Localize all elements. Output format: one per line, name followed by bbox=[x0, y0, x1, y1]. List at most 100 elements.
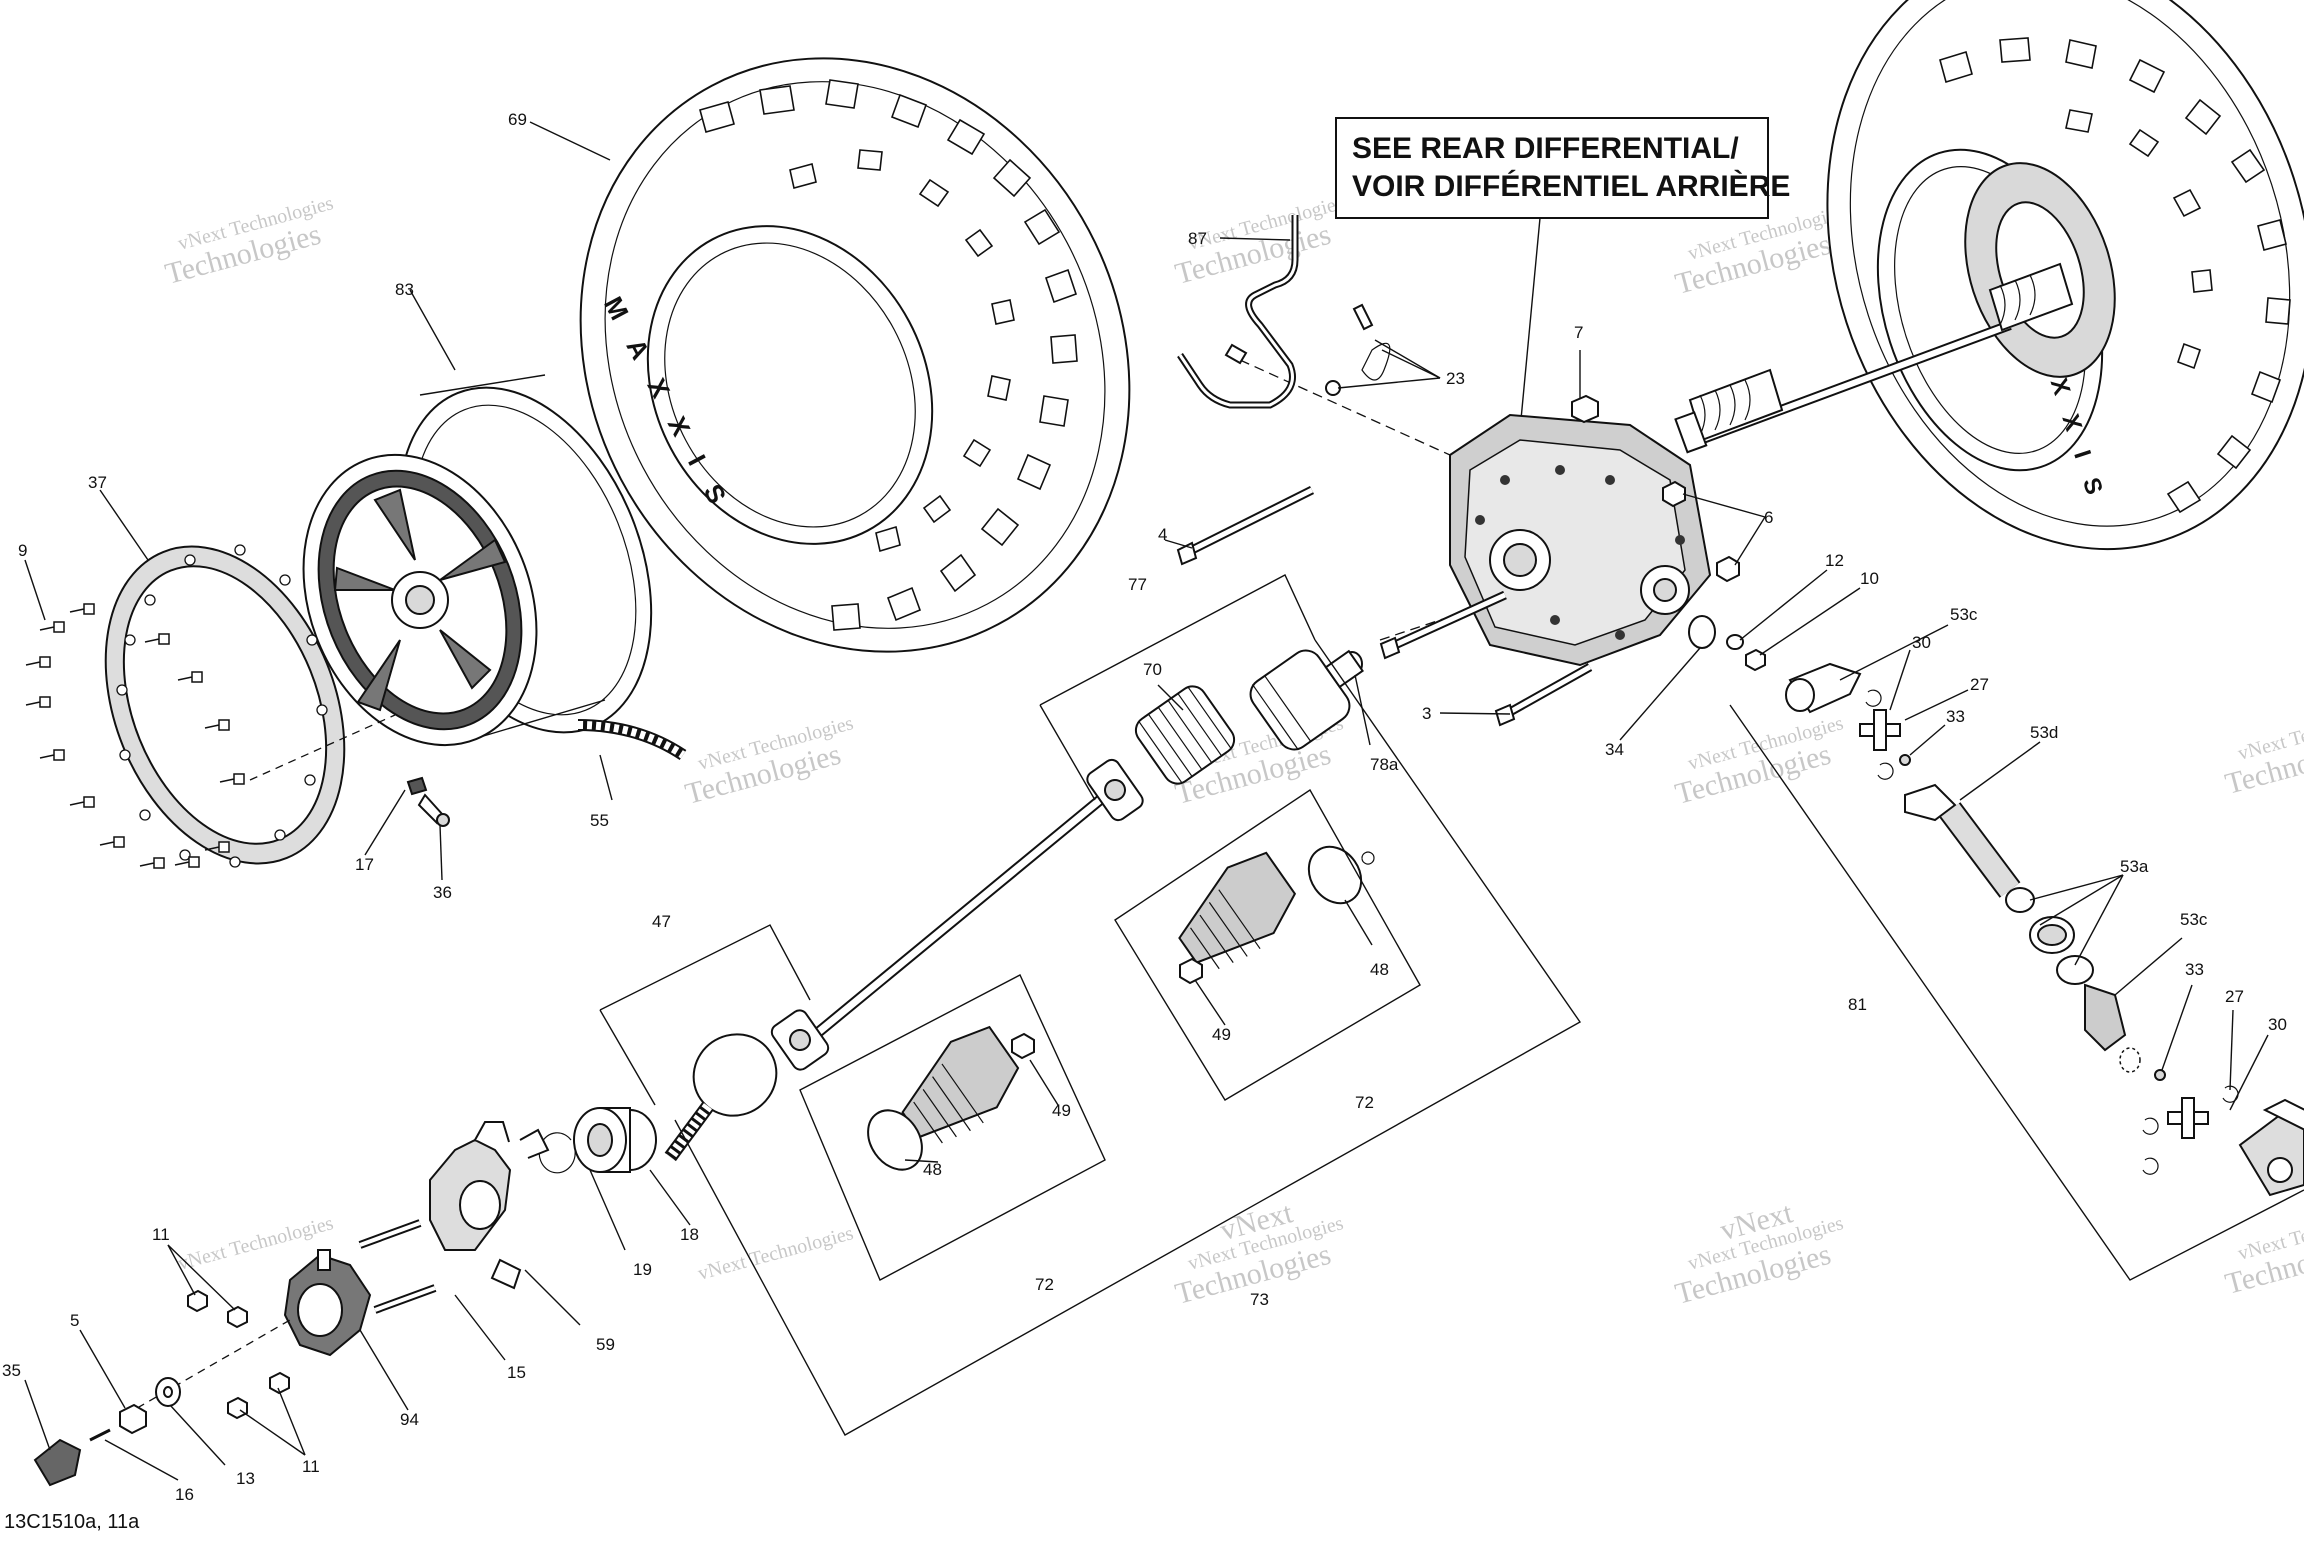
callout-72-left: 72 bbox=[1035, 1275, 1054, 1294]
nut-7-part[interactable] bbox=[1571, 394, 1599, 424]
bolt bbox=[204, 719, 230, 731]
bolt-4-part[interactable] bbox=[1176, 485, 1315, 566]
drive-shaft-part[interactable] bbox=[630, 628, 1379, 1165]
note-line-2: VOIR DIFFÉRENTIEL ARRIÈRE bbox=[1352, 169, 1790, 203]
breather-tube-part[interactable] bbox=[1177, 215, 1299, 409]
nut-6b-part[interactable] bbox=[1716, 555, 1740, 583]
callout-17: 17 bbox=[355, 855, 374, 874]
callout-53c-top: 53c bbox=[1950, 605, 1978, 624]
callout-33-top: 33 bbox=[1946, 707, 1965, 726]
callout-77: 77 bbox=[1128, 575, 1147, 594]
callout-34: 34 bbox=[1605, 740, 1624, 759]
wheel-studs-part[interactable] bbox=[358, 1219, 437, 1314]
callout-10: 10 bbox=[1860, 569, 1879, 588]
washer-13-part[interactable] bbox=[155, 1377, 181, 1407]
lug-nuts-part[interactable] bbox=[187, 1289, 290, 1420]
callout-73: 73 bbox=[1250, 1290, 1269, 1309]
clamps-part[interactable] bbox=[1325, 303, 1391, 396]
bearing-18-part[interactable] bbox=[573, 1107, 657, 1173]
bolt bbox=[204, 841, 230, 853]
callout-3: 3 bbox=[1422, 704, 1431, 723]
bolt bbox=[69, 603, 95, 615]
callout-53d: 53d bbox=[2030, 723, 2058, 742]
callout-12: 12 bbox=[1825, 551, 1844, 570]
bolt bbox=[139, 857, 165, 869]
circlip-19-part[interactable] bbox=[538, 1132, 576, 1174]
axle-nut-5-part[interactable] bbox=[119, 1403, 147, 1435]
callout-6: 6 bbox=[1764, 508, 1773, 527]
callout-11-top: 11 bbox=[152, 1225, 170, 1244]
boot-kit-inner-part[interactable] bbox=[1162, 837, 1375, 985]
callout-87: 87 bbox=[1188, 229, 1207, 248]
bolt bbox=[99, 836, 125, 848]
callout-35: 35 bbox=[2, 1361, 21, 1380]
right-tire-part[interactable]: MAXXIS bbox=[1752, 0, 2304, 613]
group-box-77 bbox=[1039, 574, 1316, 801]
callout-30-mid: 30 bbox=[2268, 1015, 2287, 1034]
seal-34-part[interactable] bbox=[1688, 615, 1716, 649]
callout-18: 18 bbox=[680, 1225, 699, 1244]
callout-5: 5 bbox=[70, 1311, 79, 1330]
callout-83: 83 bbox=[395, 280, 414, 299]
beadlock-bolts-part[interactable] bbox=[25, 603, 245, 869]
callout-19: 19 bbox=[633, 1260, 652, 1279]
callout-49-left: 49 bbox=[1052, 1101, 1071, 1120]
knuckle-59-part[interactable] bbox=[429, 1121, 550, 1290]
callout-81: 81 bbox=[1848, 995, 1867, 1014]
callout-53c-mid: 53c bbox=[2180, 910, 2208, 929]
wheel-hub-94-part[interactable] bbox=[283, 1249, 372, 1357]
bolt bbox=[177, 671, 203, 683]
callout-49-right: 49 bbox=[1212, 1025, 1231, 1044]
callout-48-left: 48 bbox=[923, 1160, 942, 1179]
bolt bbox=[69, 796, 95, 808]
group-box-81 bbox=[1729, 704, 2304, 1281]
callout-59: 59 bbox=[596, 1335, 615, 1354]
callout-37: 37 bbox=[88, 473, 107, 492]
callout-72-right: 72 bbox=[1355, 1093, 1374, 1112]
wheel-rim-part[interactable] bbox=[262, 350, 699, 780]
bolt bbox=[174, 856, 200, 868]
callout-55: 55 bbox=[590, 811, 609, 830]
nut-6a-part[interactable] bbox=[1662, 480, 1686, 508]
right-drive-shaft-part[interactable] bbox=[1674, 262, 2074, 454]
group-box-72-right bbox=[1114, 788, 1421, 1101]
callout-47: 47 bbox=[652, 912, 671, 931]
cotter-pin-16-part[interactable] bbox=[89, 1428, 111, 1442]
callout-labels: 69 83 37 9 87 23 7 6 4 3 34 12 10 53c 30… bbox=[2, 110, 2287, 1504]
callout-48-right: 48 bbox=[1370, 960, 1389, 979]
drawing-code: 13C1510a, 11a bbox=[4, 1511, 140, 1533]
bolt bbox=[39, 621, 65, 633]
group-box-72-left bbox=[799, 974, 1106, 1281]
propeller-shaft-part[interactable] bbox=[1785, 662, 2304, 1197]
valve-stem-part[interactable] bbox=[406, 776, 450, 827]
callout-36: 36 bbox=[433, 883, 452, 902]
bolt-3-part[interactable] bbox=[1379, 590, 1593, 727]
callout-78a: 78a bbox=[1370, 755, 1399, 774]
callout-13: 13 bbox=[236, 1469, 255, 1488]
washer-12-part[interactable] bbox=[1726, 634, 1744, 650]
assembly-dash-line bbox=[249, 714, 396, 781]
bolt bbox=[39, 749, 65, 761]
left-tire-part[interactable]: MAXXIS bbox=[478, 0, 1232, 749]
callout-70: 70 bbox=[1143, 660, 1162, 679]
callout-27-mid: 27 bbox=[2225, 987, 2244, 1006]
tube-strip-part[interactable] bbox=[577, 719, 687, 761]
callout-94: 94 bbox=[400, 1410, 419, 1429]
group-box-73 bbox=[674, 639, 1582, 1436]
hub-cap-35-part[interactable] bbox=[33, 1438, 82, 1487]
callout-16: 16 bbox=[175, 1485, 194, 1504]
callout-11-bot: 11 bbox=[302, 1457, 320, 1476]
assembly-dash-line bbox=[1239, 359, 1451, 456]
beadlock-ring-part[interactable] bbox=[61, 511, 389, 899]
boot-kit-outer-part[interactable] bbox=[857, 1019, 1035, 1180]
leader-lines bbox=[24, 121, 2269, 1481]
assembly-dash-line bbox=[124, 1319, 291, 1416]
bolt bbox=[25, 696, 51, 708]
rear-differential-part[interactable] bbox=[1449, 413, 1712, 667]
callout-33-mid: 33 bbox=[2185, 960, 2204, 979]
callout-69: 69 bbox=[508, 110, 527, 129]
see-rear-differential-note[interactable]: SEE REAR DIFFERENTIAL/ VOIR DIFFÉRENTIEL… bbox=[1335, 117, 1790, 431]
callout-7: 7 bbox=[1574, 323, 1583, 342]
